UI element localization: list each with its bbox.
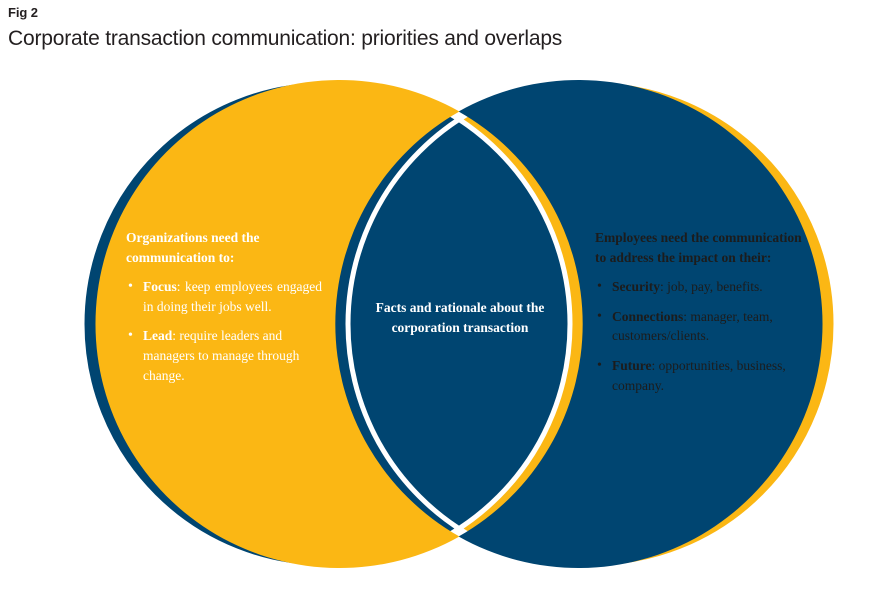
employees-bullet-list: • Security: job, pay, benefits. • Connecti…	[595, 277, 807, 396]
page-title: Corporate transaction communication: pri…	[8, 27, 563, 50]
bullet-dot-icon: •	[128, 278, 133, 294]
overlap-lens-shape	[348, 80, 570, 568]
employees-outer-arc-mask	[95, 79, 460, 568]
bullet-term: Future	[612, 358, 652, 374]
bullet-text: job, pay, benefits.	[667, 278, 763, 294]
bullet-separator: :	[651, 358, 659, 374]
employees-text-block: Employees need the communication to addr…	[595, 228, 807, 395]
bullet-dot-icon: •	[597, 278, 602, 294]
list-item: • Future: opportunities, business, compan…	[595, 356, 807, 395]
bullet-separator: :	[683, 308, 691, 324]
bullet-term: Focus	[143, 278, 177, 294]
bullet-term: Security	[612, 278, 660, 294]
bullet-dot-icon: •	[597, 358, 602, 374]
list-item: • Security: job, pay, benefits.	[595, 277, 807, 297]
bullet-separator: :	[176, 278, 185, 294]
bullet-separator: :	[660, 278, 668, 294]
bullet-text: require leaders and managers to manage t…	[143, 328, 300, 383]
organizations-set-outline	[79, 77, 573, 571]
figure-label: Fig 2	[8, 5, 38, 20]
organizations-bullet-list: • Focus: keep employees engaged in doing …	[126, 277, 322, 386]
bullet-term: Lead	[143, 328, 173, 344]
bullet-term: Connections	[612, 308, 684, 324]
bullet-separator: :	[172, 328, 180, 344]
bullet-dot-icon: •	[597, 308, 602, 324]
overlap-text-block: Facts and rationale about the corporatio…	[374, 298, 546, 339]
organizations-outer-arc-mask	[458, 79, 823, 568]
list-item: • Connections: manager, team, customers/c…	[595, 307, 807, 346]
organizations-heading: Organizations need the communication to:	[126, 230, 260, 265]
overlap-label: Facts and rationale about the corporatio…	[375, 300, 545, 336]
bullet-text: keep employees engaged in doing their jo…	[143, 278, 322, 314]
bullet-text: opportunities, business, company.	[612, 358, 786, 393]
organizations-text-block: Organizations need the communication to:…	[126, 228, 322, 385]
list-item: • Focus: keep employees engaged in doing …	[126, 277, 322, 316]
employees-heading: Employees need the communication to addr…	[595, 230, 802, 265]
bullet-text: manager, team, customers/clients.	[612, 308, 773, 344]
employees-set-outline	[345, 77, 839, 571]
list-item: • Lead: require leaders and managers to m…	[126, 326, 322, 385]
bullet-dot-icon: •	[128, 328, 133, 344]
